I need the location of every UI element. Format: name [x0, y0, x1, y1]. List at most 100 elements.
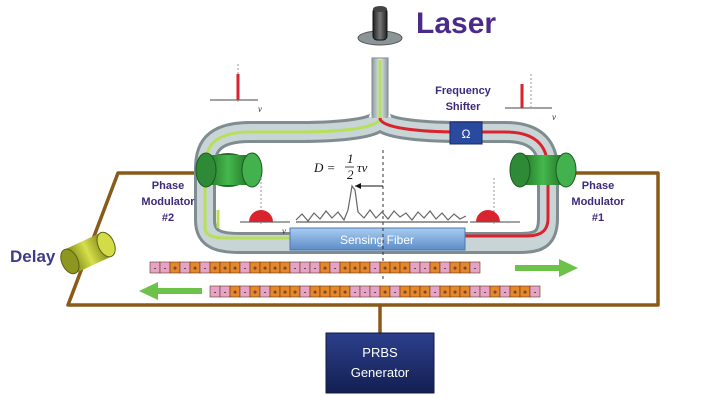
axis-symbol-pm2: v — [282, 226, 286, 236]
lower-code-segment-sign: + — [313, 290, 317, 297]
upper-code-segment-sign: - — [374, 266, 377, 273]
laser-label: Laser — [416, 7, 496, 40]
arrow-right — [515, 259, 578, 277]
lower-code-segment-sign: - — [474, 290, 477, 297]
upper-code-segment-sign: + — [393, 266, 397, 273]
frequency-shifter: Ω Frequency Shifter — [435, 85, 492, 145]
lower-code-segment-sign: + — [253, 290, 257, 297]
upper-code-segment-sign: + — [433, 266, 437, 273]
lower-code-segment-sign: + — [523, 290, 527, 297]
lower-code-segment-sign: + — [333, 290, 337, 297]
lower-code-segment-sign: - — [244, 290, 247, 297]
upper-code-segment-sign: + — [213, 266, 217, 273]
upper-code-segment-sign: + — [463, 266, 467, 273]
lower-code-segment-sign: - — [264, 290, 267, 297]
omega-symbol: Ω — [462, 127, 471, 141]
prbs-generator: PRBS Generator — [325, 332, 435, 394]
upper-code-segment-sign: - — [314, 266, 317, 273]
upper-code-segment-sign: + — [193, 266, 197, 273]
upper-code-segment-sign: + — [403, 266, 407, 273]
lower-code-segment-sign: - — [374, 290, 377, 297]
lower-code-segment-sign: + — [423, 290, 427, 297]
lower-code-segment-sign: - — [394, 290, 397, 297]
lower-code-segment-sign: - — [484, 290, 487, 297]
lower-code-segment-sign: + — [273, 290, 277, 297]
lower-code-segment-sign: + — [323, 290, 327, 297]
phase-modulator-2-label-line2: Modulator — [141, 196, 195, 208]
code-sequence-upper: --+-+-+++-++++---+-+++-+++--+-++- — [149, 261, 481, 274]
upper-code-segment-sign: - — [294, 266, 297, 273]
formula-lhs: D = — [313, 160, 335, 175]
upper-code-segment-sign: + — [283, 266, 287, 273]
upper-code-segment-sign: + — [263, 266, 267, 273]
upper-code-segment-sign: - — [444, 266, 447, 273]
laser-source: Laser — [357, 6, 496, 46]
lower-code-segment-sign: - — [304, 290, 307, 297]
axis-symbol-shifter: v — [552, 112, 556, 122]
upper-code-segment-sign: - — [334, 266, 337, 273]
delay-element: Delay — [10, 231, 116, 275]
delay-label: Delay — [10, 247, 56, 266]
lower-code-segment-sign: - — [534, 290, 537, 297]
distance-formula: D = 1 2 τv — [313, 151, 368, 182]
upper-code-segment-sign: - — [474, 266, 477, 273]
upper-code-segment-sign: + — [323, 266, 327, 273]
upper-code-segment-sign: + — [453, 266, 457, 273]
prbs-label-line2: Generator — [351, 365, 410, 380]
sensing-fiber-label: Sensing Fiber — [340, 233, 414, 247]
upper-code-segment-sign: + — [173, 266, 177, 273]
phase-modulator-1-label-line2: Modulator — [571, 196, 625, 208]
lower-code-segment-sign: + — [453, 290, 457, 297]
lower-code-segment-sign: - — [214, 290, 217, 297]
lower-code-segment-sign: + — [403, 290, 407, 297]
code-sequence-lower: --+-+-+++-++++---+-+++-+++--+-++- — [209, 285, 541, 298]
upper-code-segment-sign: + — [353, 266, 357, 273]
spectrum-inset-pm1 — [470, 178, 520, 224]
upper-code-segment-sign: + — [343, 266, 347, 273]
frequency-shifter-label-line2: Shifter — [446, 101, 482, 113]
lower-code-segment-sign: + — [513, 290, 517, 297]
phase-modulator-2-label-line1: Phase — [152, 180, 184, 192]
upper-code-segment-sign: + — [273, 266, 277, 273]
upper-code-segment-sign: - — [304, 266, 307, 273]
formula-denominator: 2 — [347, 167, 354, 182]
upper-code-segment-sign: - — [424, 266, 427, 273]
lower-code-segment-sign: + — [413, 290, 417, 297]
upper-code-segment-sign: - — [164, 266, 167, 273]
phase-modulator-2-label-line3: #2 — [162, 212, 174, 224]
upper-code-segment-sign: - — [414, 266, 417, 273]
lower-code-segment-sign: + — [493, 290, 497, 297]
upper-code-segment-sign: + — [253, 266, 257, 273]
axis-symbol-laser: v — [258, 104, 262, 114]
upper-code-segment-sign: - — [244, 266, 247, 273]
upper-code-segment-sign: - — [154, 266, 157, 273]
spectrum-inset-shifter: v — [505, 74, 556, 122]
upper-code-segment-sign: + — [233, 266, 237, 273]
lower-code-segment-sign: + — [383, 290, 387, 297]
lower-code-segment-sign: + — [283, 290, 287, 297]
lower-code-segment-sign: + — [233, 290, 237, 297]
lower-code-segment-sign: + — [293, 290, 297, 297]
lower-code-segment-sign: - — [504, 290, 507, 297]
lower-code-segment-sign: - — [364, 290, 367, 297]
spectrum-inset-laser: v — [210, 64, 262, 114]
upper-code-segment-sign: + — [383, 266, 387, 273]
lower-code-segment-sign: + — [343, 290, 347, 297]
frequency-shifter-label-line1: Frequency — [435, 85, 492, 97]
formula-rhs: τv — [357, 160, 368, 175]
lower-code-segment-sign: + — [443, 290, 447, 297]
lower-code-segment-sign: - — [224, 290, 227, 297]
electrical-frame — [66, 171, 660, 333]
phase-modulator-1-label-line1: Phase — [582, 180, 614, 192]
lower-code-segment-sign: + — [463, 290, 467, 297]
upper-code-segment-sign: - — [184, 266, 187, 273]
upper-code-segment-sign: + — [363, 266, 367, 273]
upper-code-segment-sign: + — [223, 266, 227, 273]
lower-code-segment-sign: - — [354, 290, 357, 297]
sensing-fiber: Sensing Fiber — [289, 227, 466, 251]
arrow-left — [139, 282, 202, 300]
upper-code-segment-sign: - — [204, 266, 207, 273]
spectrum-inset-pm2: v — [240, 178, 290, 236]
